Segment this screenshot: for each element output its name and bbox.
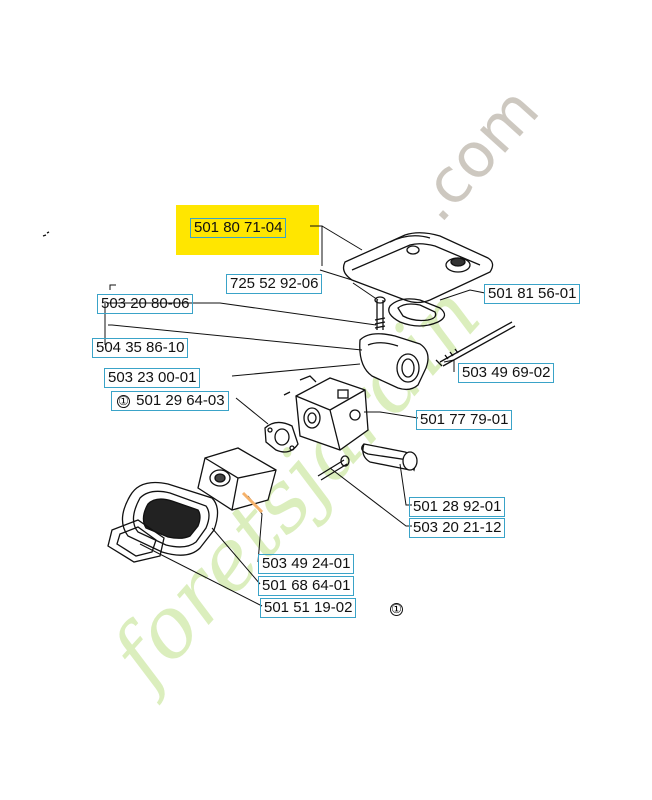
screw bbox=[374, 296, 386, 330]
part-label-501-77-79-01[interactable]: 501 77 79-01 bbox=[416, 410, 513, 430]
intake-manifold bbox=[197, 447, 277, 511]
rubber-boot bbox=[121, 481, 219, 556]
part-number: 501 28 92-01 bbox=[413, 498, 502, 515]
part-label-501-81-56-01[interactable]: 501 81 56-01 bbox=[484, 284, 581, 304]
carburetor bbox=[283, 375, 369, 451]
part-number: 501 80 71-04 bbox=[194, 219, 283, 236]
part-number: 501 51 19-02 bbox=[264, 599, 353, 616]
short-bolt bbox=[317, 455, 350, 481]
part-number: 501 29 64-03 bbox=[136, 392, 225, 409]
long-bolt bbox=[435, 321, 516, 367]
leader-lines bbox=[104, 225, 486, 607]
part-number: 503 20 21-12 bbox=[413, 519, 502, 536]
part-label-503-23-00-01[interactable]: 503 23 00-01 bbox=[104, 368, 201, 388]
part-label-503-49-69-02[interactable]: 503 49 69-02 bbox=[458, 363, 555, 383]
part-number: 503 49 24-01 bbox=[262, 555, 351, 572]
part-number: 504 35 86-10 bbox=[96, 339, 185, 356]
part-number: 501 77 79-01 bbox=[420, 411, 509, 428]
cover-gasket bbox=[388, 298, 446, 327]
note-marker: ① bbox=[117, 394, 130, 408]
part-label-504-35-86-10[interactable]: 504 35 86-10 bbox=[92, 338, 189, 358]
part-number: 503 49 69-02 bbox=[462, 364, 551, 381]
part-number: 503 23 00-01 bbox=[108, 369, 197, 386]
part-label-501-80-71-04[interactable]: 501 80 71-04 bbox=[190, 218, 287, 238]
part-number: 503 20 80-06 bbox=[101, 295, 190, 312]
part-label-501-28-92-01[interactable]: 501 28 92-01 bbox=[409, 497, 506, 517]
part-label-501-68-64-01[interactable]: 501 68 64-01 bbox=[258, 576, 355, 596]
part-label-725-52-92-06[interactable]: 725 52 92-06 bbox=[226, 274, 323, 294]
bottom-gasket bbox=[107, 519, 165, 563]
highlight-box bbox=[176, 205, 319, 255]
part-label-503-20-21-12[interactable]: 503 20 21-12 bbox=[409, 518, 506, 538]
part-number: 501 68 64-01 bbox=[262, 577, 351, 594]
filter-cover bbox=[342, 232, 494, 304]
part-label-501-29-64-03[interactable]: ① 501 29 64-03 bbox=[111, 391, 229, 411]
orange-arrow bbox=[241, 491, 264, 514]
part-label-503-49-24-01[interactable]: 503 49 24-01 bbox=[258, 554, 355, 574]
part-label-503-20-80-06[interactable]: 503 20 80-06 bbox=[97, 294, 194, 314]
part-number: 501 81 56-01 bbox=[488, 285, 577, 302]
note-marker: ① bbox=[390, 602, 403, 616]
part-label-501-51-19-02[interactable]: 501 51 19-02 bbox=[260, 598, 357, 618]
part-number: 725 52 92-06 bbox=[230, 275, 319, 292]
corner-mark bbox=[42, 231, 50, 237]
carb-gasket bbox=[264, 421, 299, 453]
sleeve bbox=[361, 443, 418, 472]
intake-adaptor bbox=[359, 333, 429, 391]
